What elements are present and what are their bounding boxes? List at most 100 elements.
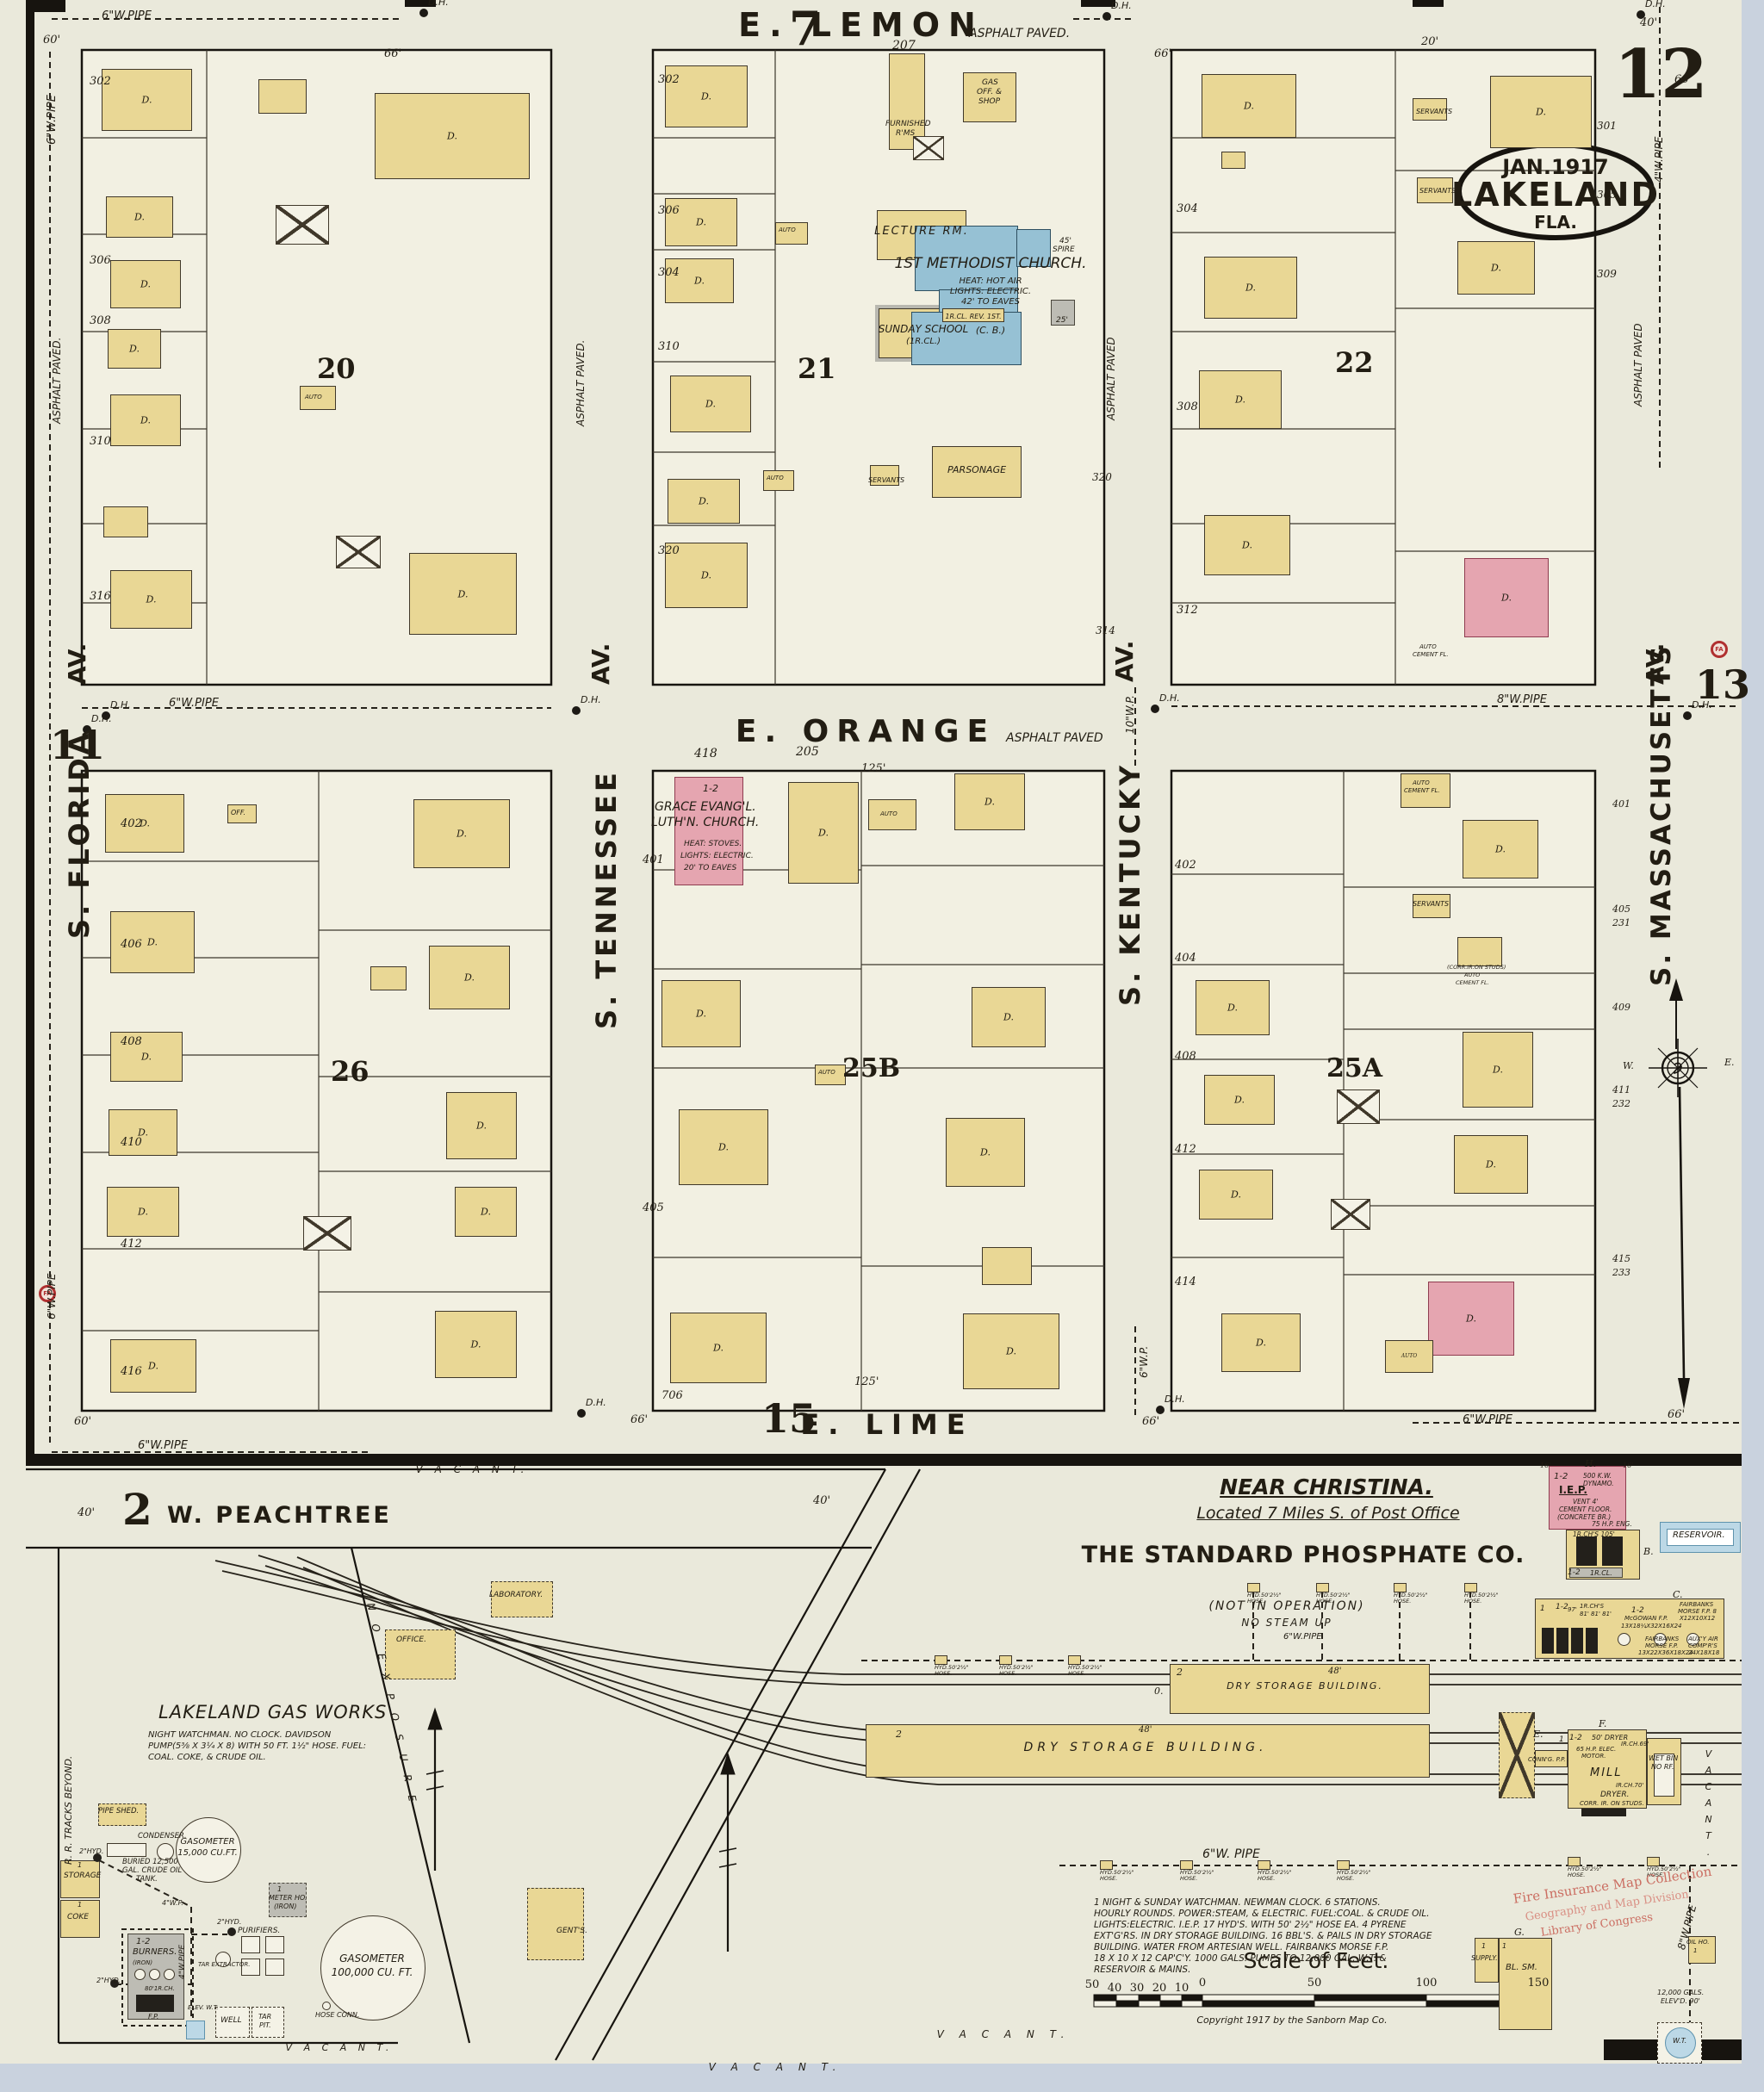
meter-house [269,1883,307,1917]
building [1401,773,1450,808]
hydrant-label: HOSE. [1068,1670,1086,1678]
building: D. [1204,515,1290,575]
block-number-25A: 25A [1326,1053,1383,1083]
map-label: CEMENT FLOOR. [1559,1505,1612,1513]
map-label: 1 [1481,1942,1487,1950]
double-hydrant-icon [83,725,91,734]
map-label: B. [1643,1546,1654,1557]
map-label: V A C A N T. [936,2028,1071,2040]
building-label: D. [1244,100,1254,112]
building: D. [1199,370,1282,429]
map-label: MOTOR. [1581,1753,1606,1760]
building-label: D. [718,1141,729,1153]
map-label: 1-2 [1631,1606,1644,1615]
stamp-date: JAN.1917 [1502,155,1609,179]
map-label: E. [1533,1729,1544,1740]
map-label: R. R. TRACKS BEYOND. [63,1755,74,1865]
double-hydrant-label: D.H. [581,694,601,705]
map-label: 232 [1612,1098,1630,1109]
building [1569,1567,1623,1578]
building: D. [1221,1313,1301,1372]
map-label: SUPPLY. [1471,1954,1498,1962]
hydrant-label: HOSE. [1180,1875,1198,1883]
building [164,1969,175,1980]
building [1221,152,1245,169]
building: D. [665,258,734,303]
map-label: 207 [892,39,916,53]
map-label: ELEV'D. 90' [1661,1997,1700,2005]
map-label: HOSE CONN. [315,2011,360,2019]
building [1337,1089,1380,1124]
double-hydrant-label: D.H. [91,713,112,724]
building [136,1995,174,2012]
map-label: 50' DRYER [1592,1734,1629,1741]
building-label: D. [1231,1189,1241,1201]
map-label: TANK. [136,1875,158,1884]
map-label: GAS [982,78,998,87]
building [1475,1938,1499,1983]
map-label: 40' [78,1506,96,1519]
map-label: 80'1R.CH. [145,1985,175,1992]
map-label: 75 H.P. ENG. [1592,1520,1632,1528]
double-hydrant-icon [1637,10,1645,19]
map-label: 15,000 CU.FT. [177,1848,238,1858]
map-label: AUTO [1413,779,1430,786]
building: D. [1204,257,1297,319]
map-label: 706 [662,1389,683,1402]
building: D. [429,946,510,1009]
map-label: WET BIN [1649,1754,1679,1762]
building: D. [946,1118,1025,1187]
sheet-ref-13: 13 [1695,661,1751,708]
fire-alarm-label: FA [43,1290,52,1297]
map-label: 20' [1421,35,1439,48]
map-label: W. [1623,1060,1634,1071]
building-label: D. [147,936,158,948]
hydrant-label: HYD.50'2½" [1568,1865,1602,1872]
s-tennessee-street-label: S. TENNESSEE [590,769,623,1029]
map-label: SERVANTS [1419,187,1457,195]
map-label: DRYER. [1600,1791,1630,1799]
map-label: 416 [121,1365,142,1378]
reservoir-label: RESERVOIR. [1673,1530,1725,1540]
map-label: 42' TO EAVES [961,297,1020,307]
map-label: 6"W.PIPE [169,697,219,710]
building [1417,177,1453,203]
hydrant-label: HYD.50'2½" [1394,1592,1428,1598]
standard-phosphate-title: THE STANDARD PHOSPHATE CO. [1081,1542,1525,1568]
building [252,2007,284,2038]
map-label: 310 [658,340,680,353]
map-label: 2 [896,1729,902,1740]
map-label: 4"W.PIPE [178,1944,187,1979]
scale-bar [1093,1994,1539,2008]
double-hydrant-icon [102,711,110,720]
map-label: 60' [74,1415,92,1428]
map-label: TAR EXTRACTOR. [198,1961,251,1968]
building-label: D. [696,1008,706,1020]
building [186,2021,205,2039]
block-number-20: 20 [317,352,356,385]
map-label: 1 [1559,1735,1564,1744]
map-label: PIPE SHED. [98,1807,140,1816]
map-label: CEMENT FL. [1456,979,1489,986]
building: D. [107,1187,179,1237]
reservoir [1661,1523,1740,1552]
map-label: NO RF. [1651,1763,1674,1771]
map-label: 66' [1142,1415,1160,1428]
map-label: 25' [1056,316,1068,325]
hydrant-icon [1647,1857,1660,1866]
map-label: CORR. IR. ON STUDS. [1580,1800,1644,1807]
map-label: PURIFIERS. [238,1927,281,1935]
building: D. [670,1313,767,1383]
hydrant-label: HYD.50'2½" [1180,1869,1214,1876]
map-label: AV. [1110,640,1139,682]
map-label: 302 [90,75,111,88]
map-label: LIGHTS: ELECTRIC. [949,287,1032,296]
building-label: D. [1245,282,1256,294]
map-label: 304 [658,266,680,279]
dry-storage-building [1170,1664,1430,1714]
w-peachtree-street-label: W. PEACHTREE [167,1502,392,1529]
map-label: (C. B.) [975,325,1006,336]
building [60,1900,100,1938]
map-label: HEAT: HOT AIR [959,276,1022,286]
building [1542,1628,1554,1654]
